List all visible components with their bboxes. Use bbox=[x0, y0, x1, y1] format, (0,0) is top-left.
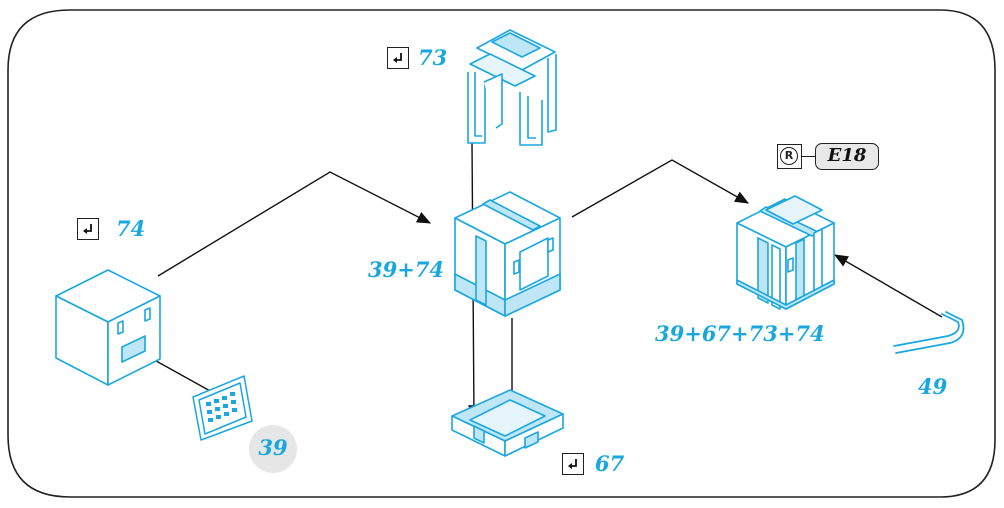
diagram-frame bbox=[7, 9, 996, 498]
reference-connector bbox=[802, 156, 816, 158]
label-step-67: 67 bbox=[595, 451, 625, 476]
flow-lines bbox=[138, 142, 943, 420]
arrow-assembly-to-final bbox=[571, 159, 750, 218]
final-box-drawing bbox=[736, 195, 835, 310]
label-combo-39-74: 39+74 bbox=[368, 257, 445, 282]
tray-drawing bbox=[451, 389, 564, 457]
checkbox-67 bbox=[562, 453, 584, 475]
check-arrow-icon bbox=[393, 53, 402, 63]
checkbox-74 bbox=[77, 218, 99, 240]
label-step-74: 74 bbox=[116, 216, 146, 241]
handle-drawing bbox=[893, 311, 965, 354]
checkbox-73 bbox=[387, 47, 409, 69]
label-step-73: 73 bbox=[418, 45, 448, 70]
part-39-badge: 39 bbox=[249, 425, 297, 473]
registered-icon: R bbox=[777, 144, 802, 169]
label-combo-all: 39+67+73+74 bbox=[655, 321, 825, 346]
reference-code-badge: E18 bbox=[815, 143, 879, 170]
check-arrow-icon bbox=[568, 459, 577, 469]
check-arrow-icon bbox=[83, 224, 92, 234]
pad-drawing bbox=[192, 375, 253, 441]
outer-box-drawing bbox=[55, 269, 161, 386]
arrow-outer-box-to-assembly bbox=[157, 171, 432, 277]
assembled-box-drawing bbox=[454, 191, 561, 317]
label-part-39: 39 bbox=[258, 435, 288, 460]
frame-drawing bbox=[467, 29, 557, 146]
arrow-handle-to-final bbox=[833, 254, 943, 318]
label-part-49: 49 bbox=[918, 374, 948, 399]
